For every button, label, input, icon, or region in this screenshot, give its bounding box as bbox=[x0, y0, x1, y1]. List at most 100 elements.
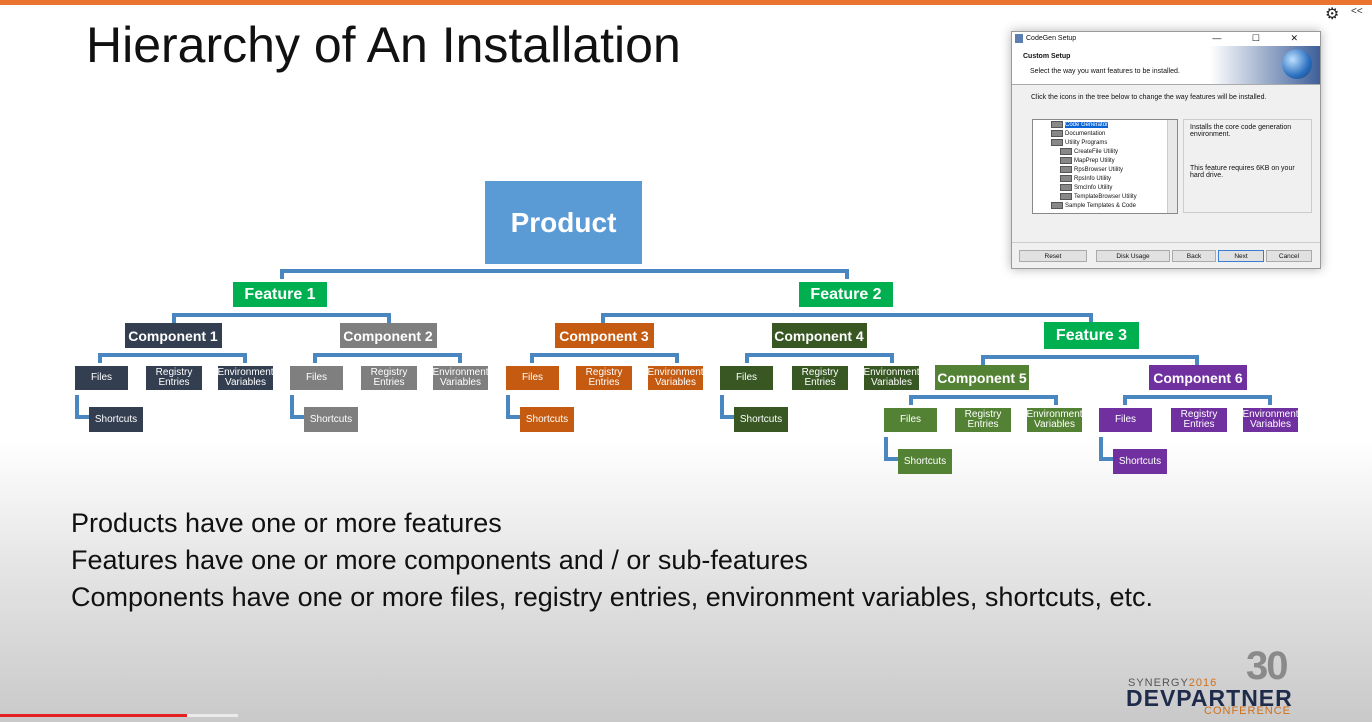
back-button[interactable]: Back bbox=[1172, 250, 1216, 262]
connector-line bbox=[909, 395, 913, 405]
feature-node: Feature 3 bbox=[1044, 322, 1139, 349]
registry-node: Registry Entries bbox=[1171, 408, 1227, 432]
next-button[interactable]: Next bbox=[1218, 250, 1264, 262]
connector-line bbox=[458, 353, 462, 363]
drive-icon[interactable] bbox=[1060, 148, 1072, 155]
drive-icon[interactable] bbox=[1051, 130, 1063, 137]
tree-item[interactable]: TemplateBrowser Utility bbox=[1060, 193, 1137, 202]
drive-icon[interactable] bbox=[1060, 175, 1072, 182]
reset-button[interactable]: Reset bbox=[1019, 250, 1087, 262]
gear-icon[interactable]: ⚙ bbox=[1325, 6, 1340, 23]
drive-icon[interactable] bbox=[1060, 193, 1072, 200]
connector-line bbox=[172, 313, 176, 323]
tree-item[interactable]: Documentation bbox=[1051, 130, 1105, 139]
connector-line bbox=[745, 353, 894, 357]
dialog-title: CodeGen Setup bbox=[1026, 35, 1077, 42]
registry-node: Registry Entries bbox=[792, 366, 848, 390]
connector-line bbox=[720, 415, 734, 419]
feature-node: Feature 1 bbox=[233, 282, 327, 307]
drive-icon[interactable] bbox=[1051, 121, 1063, 128]
connector-line bbox=[243, 353, 247, 363]
connector-line bbox=[1099, 437, 1103, 461]
setup-dialog: CodeGen Setup — ☐ ✕ Custom Setup Select … bbox=[1011, 31, 1321, 269]
shortcuts-node: Shortcuts bbox=[898, 449, 952, 474]
tree-item[interactable]: Utility Programs bbox=[1051, 139, 1107, 148]
connector-line bbox=[601, 313, 605, 323]
connector-line bbox=[909, 395, 1058, 399]
feature-node: Feature 2 bbox=[799, 282, 893, 307]
connector-line bbox=[601, 313, 1093, 317]
files-node: Files bbox=[720, 366, 773, 390]
component-node: Component 2 bbox=[339, 323, 437, 348]
drive-icon[interactable] bbox=[1060, 184, 1072, 191]
tree-item-label: RpsBrowser Utility bbox=[1074, 167, 1124, 174]
tree-scrollbar[interactable] bbox=[1167, 120, 1177, 213]
connector-line bbox=[720, 395, 724, 419]
feature-description: Installs the core code generation enviro… bbox=[1190, 124, 1292, 138]
connector-line bbox=[1195, 355, 1199, 365]
connector-line bbox=[280, 269, 849, 273]
environment-node: Environment Variables bbox=[863, 366, 920, 390]
tree-item-label: MapPrep Utility bbox=[1074, 158, 1115, 165]
connector-line bbox=[675, 353, 679, 363]
dialog-header-title: Custom Setup bbox=[1023, 53, 1071, 60]
connector-line bbox=[530, 353, 534, 363]
drive-icon[interactable] bbox=[1060, 157, 1072, 164]
connector-line bbox=[745, 353, 749, 363]
drive-icon[interactable] bbox=[1051, 139, 1063, 146]
bullet-item: Products have one or more features bbox=[71, 508, 502, 538]
connector-line bbox=[1099, 457, 1113, 461]
tree-item[interactable]: SmcInfo Utility bbox=[1060, 184, 1112, 193]
connector-line bbox=[98, 353, 247, 357]
tree-item-label: Sample Templates & Code bbox=[1065, 203, 1136, 210]
component-node: Component 1 bbox=[124, 323, 222, 348]
connector-line bbox=[313, 353, 462, 357]
connector-line bbox=[890, 353, 894, 363]
connector-line bbox=[1054, 395, 1058, 405]
bullet-item: Components have one or more files, regis… bbox=[71, 582, 1153, 612]
registry-node: Registry Entries bbox=[146, 366, 202, 390]
tree-item-label: Utility Programs bbox=[1065, 140, 1108, 147]
component-node: Component 6 bbox=[1149, 365, 1247, 390]
tree-item[interactable]: RpsBrowser Utility bbox=[1060, 166, 1123, 175]
registry-node: Registry Entries bbox=[361, 366, 417, 390]
tree-item[interactable]: CreateFile Utility bbox=[1060, 148, 1118, 157]
environment-node: Environment Variables bbox=[647, 366, 704, 390]
shortcuts-node: Shortcuts bbox=[520, 407, 574, 432]
logo-conference: CONFERENCE bbox=[1204, 705, 1292, 717]
disk-usage-button[interactable]: Disk Usage bbox=[1096, 250, 1170, 262]
product-node: Product bbox=[485, 181, 642, 264]
collapse-button[interactable]: << bbox=[1351, 6, 1363, 17]
drive-icon[interactable] bbox=[1060, 166, 1072, 173]
tree-item[interactable]: Sample Templates & Code bbox=[1051, 202, 1136, 211]
installer-icon bbox=[1015, 34, 1023, 43]
component-node: Component 5 bbox=[935, 365, 1029, 390]
connector-line bbox=[387, 313, 391, 323]
tree-item[interactable]: RpsInfo Utility bbox=[1060, 175, 1111, 184]
tree-item[interactable]: Code Generator bbox=[1051, 121, 1109, 130]
connector-line bbox=[1268, 395, 1272, 405]
tree-item[interactable]: MapPrep Utility bbox=[1060, 157, 1115, 166]
dialog-separator bbox=[1012, 242, 1320, 243]
environment-node: Environment Variables bbox=[217, 366, 274, 390]
anniversary-mark: 30 bbox=[1246, 644, 1288, 688]
connector-line bbox=[280, 269, 284, 279]
window-buttons[interactable]: — ☐ ✕ bbox=[1212, 33, 1312, 43]
bullet-item: Features have one or more components and… bbox=[71, 545, 808, 575]
files-node: Files bbox=[884, 408, 937, 432]
slide-title: Hierarchy of An Installation bbox=[86, 17, 681, 73]
connector-line bbox=[98, 353, 102, 363]
connector-line bbox=[845, 269, 849, 279]
tree-item-label: TemplateBrowser Utility bbox=[1074, 194, 1137, 201]
files-node: Files bbox=[1099, 408, 1152, 432]
logo-brand: DEVPARTNER bbox=[1126, 685, 1293, 711]
cancel-button[interactable]: Cancel bbox=[1266, 250, 1312, 262]
connector-line bbox=[506, 415, 520, 419]
connector-line bbox=[313, 353, 317, 363]
video-progress-bar[interactable] bbox=[0, 714, 187, 717]
files-node: Files bbox=[75, 366, 128, 390]
drive-icon[interactable] bbox=[1051, 202, 1063, 209]
tree-item-label: RpsInfo Utility bbox=[1074, 176, 1112, 183]
